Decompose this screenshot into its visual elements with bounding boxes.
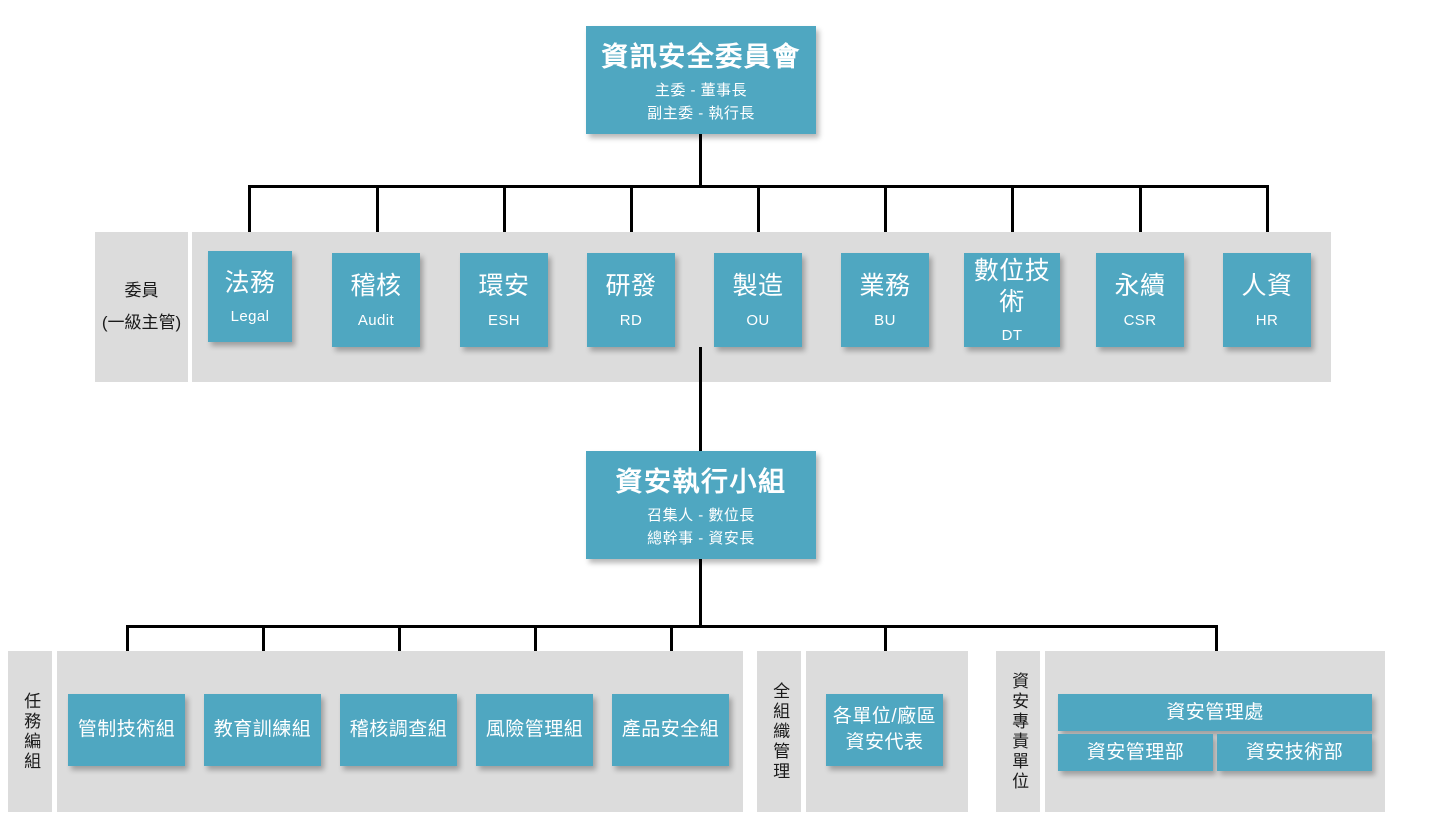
node-department-hr[interactable]: 人資 HR bbox=[1223, 253, 1311, 347]
department-name-en: CSR bbox=[1123, 311, 1157, 329]
task-group-name: 產品安全組 bbox=[621, 719, 720, 741]
node-audit-investigation-group[interactable]: 稽核調查組 bbox=[340, 694, 457, 766]
connector-drop-rd bbox=[630, 185, 633, 248]
department-name-en: Audit bbox=[357, 311, 395, 329]
department-name-cn: 人資 bbox=[1241, 272, 1293, 301]
security-department-name: 資安管理部 bbox=[1086, 741, 1185, 763]
node-department-esh[interactable]: 環安 ESH bbox=[460, 253, 548, 347]
node-security-execution-team[interactable]: 資安執行小組 召集人 - 數位長 總幹事 - 資安長 bbox=[586, 451, 816, 559]
node-department-ou[interactable]: 製造 OU bbox=[714, 253, 802, 347]
exec-group-convener: 召集人 - 數位長 bbox=[647, 507, 755, 524]
node-security-management-office[interactable]: 資安管理處 bbox=[1058, 694, 1372, 731]
site-rep-line1: 各單位/廠區 bbox=[832, 706, 937, 728]
node-department-csr[interactable]: 永續 CSR bbox=[1096, 253, 1184, 347]
task-group-name: 教育訓練組 bbox=[213, 719, 312, 741]
root-subtitle-vice-chair: 副主委 - 執行長 bbox=[647, 104, 755, 122]
org-wide-management-label: 全組織管理 bbox=[757, 651, 801, 812]
department-name-en: HR bbox=[1255, 311, 1279, 329]
department-name-cn: 永續 bbox=[1114, 272, 1166, 301]
node-department-dt[interactable]: 數位技術 DT bbox=[964, 253, 1060, 347]
dedicated-security-unit-label: 資安專責單位 bbox=[996, 651, 1040, 812]
task-force-label-text: 任務編組 bbox=[21, 691, 41, 772]
connector-drop-bu bbox=[884, 185, 887, 248]
node-unit-site-security-representatives[interactable]: 各單位/廠區 資安代表 bbox=[826, 694, 943, 766]
site-rep-line2: 資安代表 bbox=[845, 732, 924, 753]
department-name-cn: 稽核 bbox=[350, 272, 402, 301]
connector-drop-audit bbox=[376, 185, 379, 248]
node-security-technology-department[interactable]: 資安技術部 bbox=[1217, 734, 1372, 771]
node-education-training-group[interactable]: 教育訓練組 bbox=[204, 694, 321, 766]
connector-drop-dt bbox=[1011, 185, 1014, 248]
connector-exec-stem bbox=[699, 559, 702, 627]
security-office-name: 資安管理處 bbox=[1166, 701, 1264, 723]
node-department-rd[interactable]: 研發 RD bbox=[587, 253, 675, 347]
department-name-en: DT bbox=[1001, 327, 1023, 345]
root-subtitle-chair: 主委 - 董事長 bbox=[654, 82, 748, 99]
root-title: 資訊安全委員會 bbox=[601, 42, 801, 72]
department-name-en: Legal bbox=[230, 308, 270, 326]
task-group-name: 稽核調查組 bbox=[349, 719, 448, 741]
department-name-cn: 數位技術 bbox=[973, 256, 1051, 316]
department-name-cn: 業務 bbox=[859, 272, 911, 301]
department-name-cn: 法務 bbox=[224, 268, 276, 297]
department-name-cn: 研發 bbox=[605, 272, 657, 301]
department-name-en: BU bbox=[874, 311, 896, 329]
department-name-cn: 環安 bbox=[478, 272, 530, 301]
connector-drop-ou bbox=[757, 185, 760, 248]
task-group-name: 風險管理組 bbox=[485, 719, 584, 741]
node-department-bu[interactable]: 業務 BU bbox=[841, 253, 929, 347]
node-department-legal[interactable]: 法務 Legal bbox=[208, 251, 292, 342]
exec-group-secretary: 總幹事 - 資安長 bbox=[647, 529, 755, 547]
node-security-management-department[interactable]: 資安管理部 bbox=[1058, 734, 1213, 771]
department-name-cn: 製造 bbox=[732, 272, 784, 301]
connector-root-stem bbox=[699, 134, 702, 187]
dedicated-security-unit-label-text: 資安專責單位 bbox=[1009, 671, 1029, 792]
node-product-safety-group[interactable]: 產品安全組 bbox=[612, 694, 729, 766]
department-name-en: OU bbox=[746, 311, 770, 329]
department-name-en: RD bbox=[619, 311, 643, 329]
connector-drop-hr bbox=[1266, 185, 1269, 248]
connector-drop-esh bbox=[503, 185, 506, 248]
committee-role-label: 委員 (一級主管) bbox=[95, 232, 188, 382]
node-department-audit[interactable]: 稽核 Audit bbox=[332, 253, 420, 347]
committee-role-label-line2: (一級主管) bbox=[101, 313, 182, 332]
task-force-label: 任務編組 bbox=[8, 651, 52, 812]
security-department-name: 資安技術部 bbox=[1245, 741, 1344, 763]
node-control-technology-group[interactable]: 管制技術組 bbox=[68, 694, 185, 766]
node-information-security-committee[interactable]: 資訊安全委員會 主委 - 董事長 副主委 - 執行長 bbox=[586, 26, 816, 134]
node-risk-management-group[interactable]: 風險管理組 bbox=[476, 694, 593, 766]
connector-drop-legal bbox=[248, 185, 251, 248]
org-wide-management-label-text: 全組織管理 bbox=[770, 681, 790, 782]
connector-committee-to-exec bbox=[699, 347, 702, 452]
connector-drop-csr bbox=[1139, 185, 1142, 248]
exec-group-title: 資安執行小組 bbox=[615, 467, 787, 497]
department-name-en: ESH bbox=[487, 311, 521, 329]
dedicated-security-unit-band bbox=[1045, 651, 1385, 812]
committee-role-label-line1: 委員 bbox=[124, 280, 159, 300]
task-group-name: 管制技術組 bbox=[77, 719, 176, 741]
